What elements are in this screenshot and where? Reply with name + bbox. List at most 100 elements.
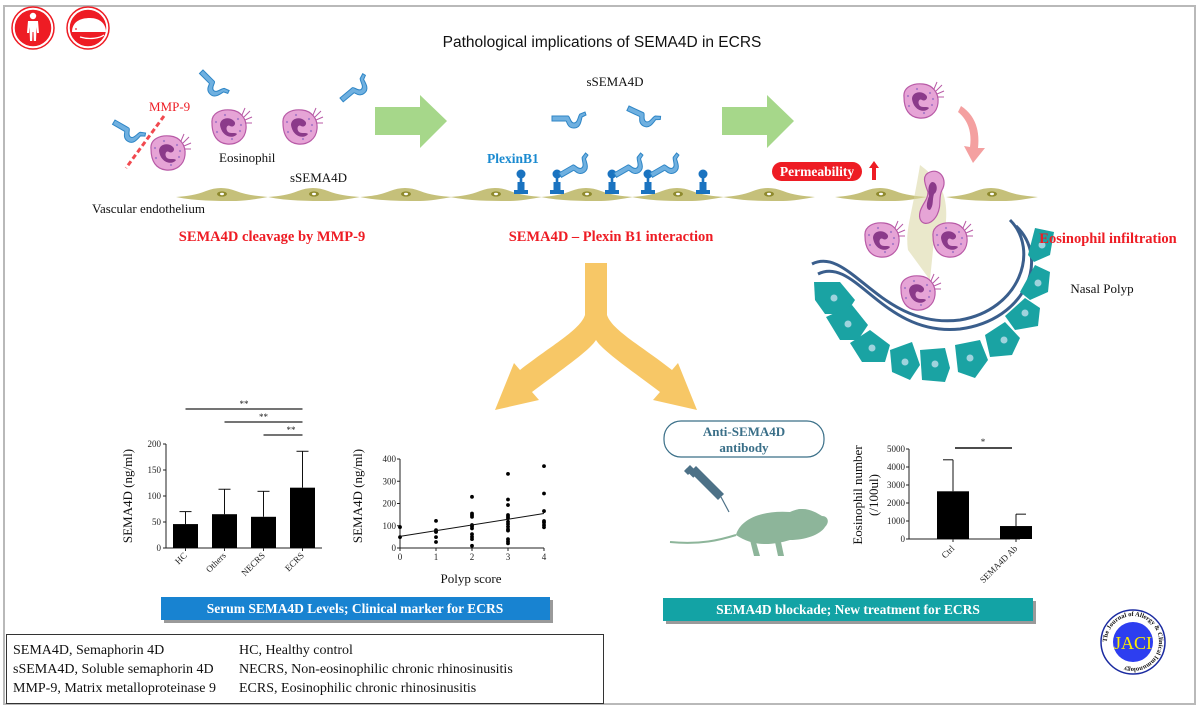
chart2-point xyxy=(506,524,510,529)
panel-infiltration: Permeability Eos xyxy=(772,81,1177,382)
chart2-ytick-label: 200 xyxy=(383,499,397,509)
permeability-badge xyxy=(772,162,862,181)
chart3-bar-0 xyxy=(937,491,969,539)
green-arrow-2 xyxy=(722,95,794,148)
chart2-point xyxy=(434,535,438,539)
chart2-point xyxy=(470,526,474,531)
chart3-ytick-label: 5000 xyxy=(887,444,906,454)
chart1-significance-label: ** xyxy=(287,425,297,435)
eosinophil xyxy=(900,273,942,311)
chart2-point xyxy=(506,472,510,476)
branching-arrow xyxy=(495,263,697,410)
chart3-ytick-label: 2000 xyxy=(887,498,906,508)
chart3-xtick-label: Ctrl xyxy=(939,543,956,560)
chart2-point xyxy=(542,491,546,496)
chart2-xtick-label: 2 xyxy=(470,552,475,562)
chart3-ytick-label: 4000 xyxy=(887,462,906,472)
chart1-ytick-label: 50 xyxy=(152,517,162,527)
endothelium-label: Vascular endothelium xyxy=(92,201,205,216)
eosinophil xyxy=(903,81,945,119)
chart2-point xyxy=(398,525,402,529)
bound-sema4d xyxy=(556,152,595,184)
chart3-ylabel-line1: Eosinophil number xyxy=(850,445,865,545)
chart1-xtick-label: ECRS xyxy=(283,550,306,573)
abbr-ecrs: ECRS, Eosinophilic chronic rhinosinusiti… xyxy=(239,681,477,696)
increase-arrow-icon xyxy=(869,161,879,180)
bound-sema4d xyxy=(611,152,650,184)
chart1-significance-label: ** xyxy=(259,412,269,422)
chart2-point xyxy=(470,532,474,537)
chart1-xtick-label: Others xyxy=(204,550,228,574)
anti-sema4d-antibody-box: Anti-SEMA4D antibody xyxy=(663,420,825,458)
cleavage-line xyxy=(124,115,166,169)
chart2-point xyxy=(470,537,474,541)
green-arrow-1 xyxy=(375,95,447,148)
ssema4d-molecule xyxy=(551,111,587,129)
plexinb1-receptor xyxy=(514,169,528,194)
chart2-point xyxy=(506,528,510,533)
eosinophil xyxy=(932,220,974,258)
mouse-icon xyxy=(66,6,110,50)
chart2-point xyxy=(542,509,546,513)
chart2-point xyxy=(470,514,474,519)
plexinb1-label: PlexinB1 xyxy=(487,151,539,166)
mouse-illustration xyxy=(669,509,828,556)
abbr-sema4d: SEMA4D, Semaphorin 4D xyxy=(13,643,165,658)
chart2-point xyxy=(434,518,438,523)
transmigrating-eosinophil xyxy=(918,170,945,224)
figure-title: Pathological implications of SEMA4D in E… xyxy=(443,34,762,51)
plexin-interaction-caption: SEMA4D – Plexin B1 interaction xyxy=(509,229,714,245)
chart2-point xyxy=(506,497,510,502)
mmp9-label: MMP-9 xyxy=(149,99,190,114)
chart1-bar-ecrs xyxy=(290,487,315,548)
ssema4d-molecule xyxy=(336,72,375,108)
chart2-xtick-label: 4 xyxy=(542,552,547,562)
chart2-point xyxy=(434,540,438,544)
chart3-ytick-label: 0 xyxy=(901,534,906,544)
bound-sema4d xyxy=(647,152,686,184)
chart2-xtick-label: 1 xyxy=(434,552,439,562)
chart2-point xyxy=(506,522,510,526)
nasal-polyp-epithelium xyxy=(814,228,1054,382)
vascular-endothelium xyxy=(176,188,1038,201)
polyp-score-scatter-plot: SEMA4D (ng/ml) Polyp score 0100200300400… xyxy=(350,449,547,586)
chart3-xtick-label: SEMA4D Ab xyxy=(978,543,1020,585)
chart2-ylabel: SEMA4D (ng/ml) xyxy=(350,449,365,543)
eosinophil-label: Eosinophil xyxy=(219,150,276,165)
chart2-ytick-label: 300 xyxy=(383,476,397,486)
eosinophil xyxy=(150,133,192,171)
chart1-ytick-label: 100 xyxy=(148,491,162,501)
chart1-bar-necrs xyxy=(251,516,276,548)
chart3-ylabel-line2: (/100ul) xyxy=(866,474,881,516)
jaci-logo: The Journal of Allergy & Clinical Immuno… xyxy=(1100,609,1166,675)
syringe-icon xyxy=(684,465,730,513)
chart1-ytick-label: 0 xyxy=(157,543,162,553)
permeability-label: Permeability xyxy=(780,164,854,179)
abbr-hc: HC, Healthy control xyxy=(239,643,353,658)
chart2-regression-line xyxy=(399,513,545,537)
plexinb1-receptor xyxy=(696,169,710,194)
chart2-point xyxy=(506,503,510,507)
chart2-point xyxy=(470,543,474,548)
chart2-ytick-label: 400 xyxy=(383,454,397,464)
nasal-polyp-label: Nasal Polyp xyxy=(1070,281,1133,296)
chart3-ytick-label: 3000 xyxy=(887,480,906,490)
chart1-xtick-label: NECRS xyxy=(239,550,267,578)
eosinophil-bar-chart: Eosinophil number (/100ul) 0100020003000… xyxy=(850,437,1032,585)
antibody-line1: Anti-SEMA4D xyxy=(703,424,785,439)
sema4d-molecule xyxy=(108,116,147,148)
chart1-significance-label: ** xyxy=(240,399,250,409)
human-icon xyxy=(11,6,55,50)
chart1-xtick-label: HC xyxy=(173,550,189,566)
chart3-significance-label: * xyxy=(981,437,986,447)
serum-banner-text: Serum SEMA4D Levels; Clinical marker for… xyxy=(207,601,503,616)
ssema4d-molecule xyxy=(194,66,231,104)
abbr-necrs: NECRS, Non-eosinophilic chronic rhinosin… xyxy=(239,662,513,677)
ssema4d-molecule xyxy=(623,101,663,132)
chart2-xlabel: Polyp score xyxy=(440,571,501,586)
chart2-xtick-label: 3 xyxy=(506,552,511,562)
chart2-point xyxy=(470,494,474,499)
cleavage-caption: SEMA4D cleavage by MMP-9 xyxy=(179,229,365,245)
